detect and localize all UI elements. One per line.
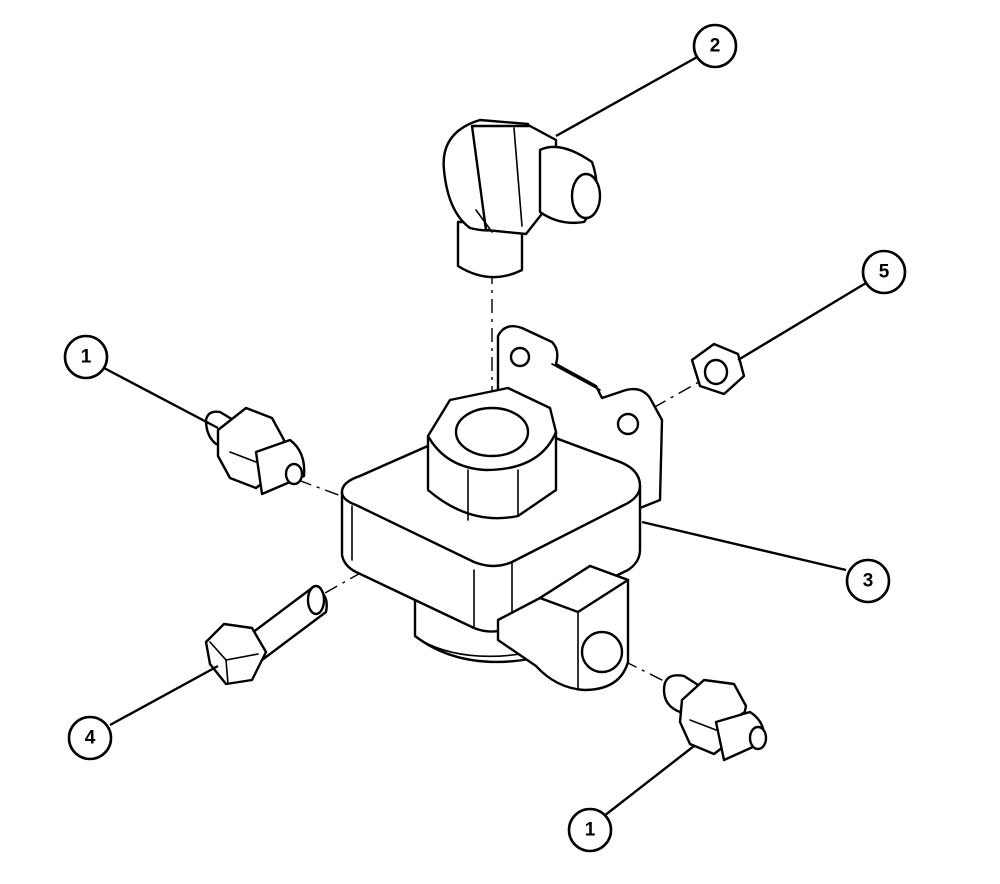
callout-label: 3 [863,571,874,592]
callout-label: 2 [710,36,721,57]
callout-2: 2 [692,23,738,69]
callout-label: 1 [81,347,92,368]
callout-1-bottom: 1 [567,807,613,853]
fitting-left-part [204,406,306,496]
fitting-bottom-part [662,674,768,762]
leader-lines [103,54,867,817]
bolt-part [204,584,328,686]
callout-4: 4 [67,715,113,761]
callout-label: 5 [879,262,890,283]
callout-3: 3 [845,558,891,604]
callout-label: 4 [85,728,96,749]
nut-part [690,342,746,396]
valve-body-part [340,325,664,692]
callout-5: 5 [861,249,907,295]
callout-1-left: 1 [63,334,109,380]
callout-label: 1 [585,820,596,841]
elbow-fitting-part [442,118,602,279]
